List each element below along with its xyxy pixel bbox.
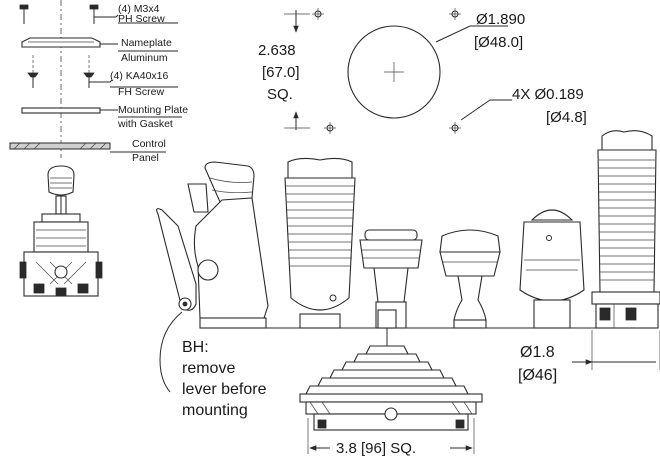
nameplate-part (21, 37, 101, 48)
boot-and-base-assembly (299, 309, 483, 431)
mounting-plate-part (21, 107, 101, 114)
cutout-hole-dia-mm-label: [Ø48.0] (474, 34, 523, 51)
tall-ribbed-grip-handle (591, 130, 660, 329)
control-panel-part (9, 142, 111, 150)
boot-diameter-dimension (572, 330, 660, 370)
cutout-spacing-unit-label: SQ. (267, 86, 293, 103)
mount-holes-dia-label: 4X Ø0.189 (512, 86, 584, 103)
cutout-spacing-mm-label: [67.0] (262, 64, 300, 81)
ph-screw-icon (19, 4, 99, 24)
nameplate-material-label: Aluminum (121, 52, 168, 64)
fh-screw-type-label: FH Screw (118, 86, 165, 98)
bh-note-line2: remove (182, 360, 235, 377)
exploded-assembly-view (9, 0, 111, 297)
mounting-plate-gasket-label: with Gasket (117, 118, 173, 130)
ph-screw-qty-label: (4) M3x4 (118, 3, 160, 15)
bh-note-line3: lever before (182, 381, 267, 398)
nameplate-label: Nameplate (121, 37, 172, 49)
callout-leaders (89, 14, 182, 153)
boot-dia-mm-label: [Ø46] (518, 367, 557, 384)
fh-screw-qty-label: (4) KA40x16 (110, 70, 169, 82)
cutout-spacing-inch-label: 2.638 (258, 42, 296, 59)
mounting-plate-label: Mounting Plate (118, 104, 188, 116)
boot-dia-inch-label: Ø1.8 (520, 344, 555, 361)
mount-holes-mm-label: [Ø4.8] (546, 109, 587, 126)
bh-note-line4: mounting (182, 402, 248, 419)
bh-note-leader (159, 311, 183, 393)
ribbed-grip-handle (284, 157, 356, 329)
control-panel-line2-label: Panel (132, 152, 159, 164)
joystick-side-view (19, 165, 103, 297)
dome-knob-handle (439, 229, 501, 329)
mounting-hole-icon (312, 8, 461, 134)
bh-lever-handle (156, 161, 269, 329)
bh-note-line1: BH: (182, 339, 209, 356)
ball-top-handle (519, 209, 585, 329)
handle-lineup (156, 130, 660, 431)
ph-screw-type-label: PH Screw (118, 13, 165, 25)
cutout-hole-dia-inch-label: Ø1.890 (476, 11, 525, 28)
control-panel-label: Control (132, 138, 166, 150)
panel-cutout-view (284, 8, 512, 134)
base-size-label: 3.8 [96] SQ. (336, 440, 416, 457)
mushroom-knob-handle (359, 229, 423, 329)
base-size-dimension (307, 418, 475, 454)
